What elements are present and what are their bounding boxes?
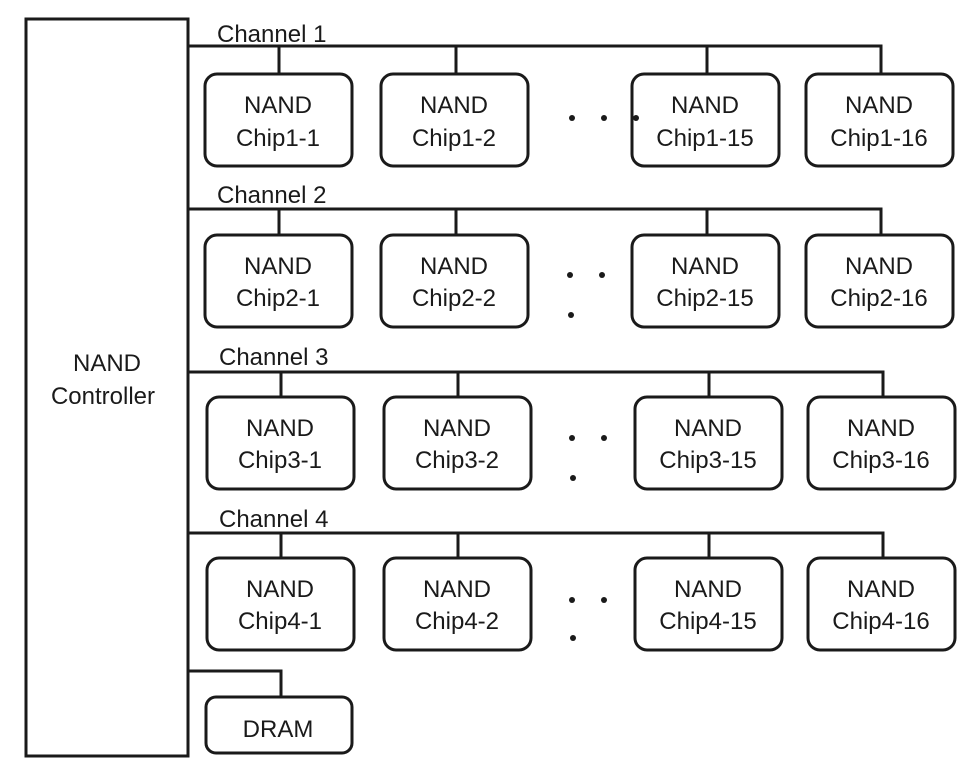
chip-box	[379, 233, 530, 329]
chip-box	[806, 395, 957, 491]
chip-label-line1: NAND	[420, 92, 488, 119]
nand-chip: NAND Chip3-16	[806, 395, 957, 491]
chip-box	[379, 72, 530, 168]
nand-chip: NAND Chip2-1	[203, 233, 354, 329]
chip-label-line2: Chip1-2	[412, 125, 496, 152]
chip-label-line2: Chip3-15	[659, 447, 756, 474]
nand-chip: NAND Chip1-16	[804, 72, 955, 168]
nand-controller: NAND Controller	[24, 17, 190, 758]
channel-label: Channel 2	[217, 182, 326, 209]
chip-label-line2: Chip3-2	[415, 447, 499, 474]
channel-label: Channel 3	[219, 344, 328, 371]
channel-label: Channel 1	[217, 21, 326, 48]
chip-label-line1: NAND	[847, 576, 915, 603]
ellipsis-dots	[567, 272, 605, 318]
nand-chip: NAND Chip2-2	[379, 233, 530, 329]
chip-label-line1: NAND	[845, 253, 913, 280]
channel-1: Channel 1 NAND Chip1-1 NAND Chip1-2 NAND…	[186, 21, 955, 168]
chip-label-line1: NAND	[246, 415, 314, 442]
chip-box	[205, 556, 356, 652]
dram-wire	[186, 669, 283, 698]
nand-chip: NAND Chip4-15	[633, 556, 784, 652]
chip-box	[203, 233, 354, 329]
nand-chip: NAND Chip4-16	[806, 556, 957, 652]
chip-label-line1: NAND	[847, 415, 915, 442]
chip-box	[203, 72, 354, 168]
chip-label-line1: NAND	[423, 576, 491, 603]
nand-chip: NAND Chip1-2	[379, 72, 530, 168]
chip-label-line2: Chip2-15	[656, 285, 753, 312]
chip-label-line2: Chip4-2	[415, 608, 499, 635]
nand-chip: NAND Chip3-2	[382, 395, 533, 491]
ellipsis-dots	[569, 597, 607, 641]
chip-label-line1: NAND	[244, 253, 312, 280]
controller-box	[24, 17, 190, 758]
chip-label-line1: NAND	[244, 92, 312, 119]
controller-label-line1: NAND	[73, 350, 141, 377]
nand-chip: NAND Chip4-2	[382, 556, 533, 652]
chip-box	[804, 233, 955, 329]
nand-chip: NAND Chip2-16	[804, 233, 955, 329]
chip-label-line1: NAND	[246, 576, 314, 603]
chip-label-line2: Chip4-1	[238, 608, 322, 635]
chip-label-line2: Chip3-16	[832, 447, 929, 474]
chip-label-line2: Chip2-16	[830, 285, 927, 312]
nand-chip: NAND Chip3-15	[633, 395, 784, 491]
chip-label-line2: Chip4-15	[659, 608, 756, 635]
chip-box	[205, 395, 356, 491]
channel-4: Channel 4 NAND Chip4-1 NAND Chip4-2 NAND…	[186, 506, 957, 652]
chip-box	[633, 395, 784, 491]
chip-box	[804, 72, 955, 168]
ellipsis-dots	[569, 115, 639, 121]
chip-label-line2: Chip1-16	[830, 125, 927, 152]
chip-box	[633, 556, 784, 652]
chip-box	[630, 233, 781, 329]
chip-box	[806, 556, 957, 652]
chip-label-line2: Chip2-1	[236, 285, 320, 312]
channel-2: Channel 2 NAND Chip2-1 NAND Chip2-2 NAND…	[186, 182, 955, 329]
chip-label-line2: Chip1-15	[656, 125, 753, 152]
dram-box	[204, 695, 354, 755]
chip-label-line1: NAND	[674, 415, 742, 442]
nand-chip: NAND Chip1-15	[630, 72, 781, 168]
nand-chip: NAND Chip1-1	[203, 72, 354, 168]
nand-chip: NAND Chip4-1	[205, 556, 356, 652]
chip-box	[382, 556, 533, 652]
chip-label-line2: Chip1-1	[236, 125, 320, 152]
nand-chip: NAND Chip3-1	[205, 395, 356, 491]
ellipsis-dots	[569, 435, 607, 481]
chip-label-line1: NAND	[420, 253, 488, 280]
dram-module: DRAM	[186, 669, 354, 755]
channel-3: Channel 3 NAND Chip3-1 NAND Chip3-2 NAND…	[186, 344, 957, 491]
chip-label-line2: Chip3-1	[238, 447, 322, 474]
chip-label-line2: Chip2-2	[412, 285, 496, 312]
chip-box	[382, 395, 533, 491]
channel-label: Channel 4	[219, 506, 328, 533]
nand-chip: NAND Chip2-15	[630, 233, 781, 329]
chip-label-line1: NAND	[671, 253, 739, 280]
chip-label-line1: NAND	[423, 415, 491, 442]
dram-label: DRAM	[243, 716, 314, 743]
controller-label-line2: Controller	[51, 383, 155, 410]
chip-box	[630, 72, 781, 168]
chip-label-line1: NAND	[674, 576, 742, 603]
chip-label-line1: NAND	[845, 92, 913, 119]
chip-label-line1: NAND	[671, 92, 739, 119]
chip-label-line2: Chip4-16	[832, 608, 929, 635]
